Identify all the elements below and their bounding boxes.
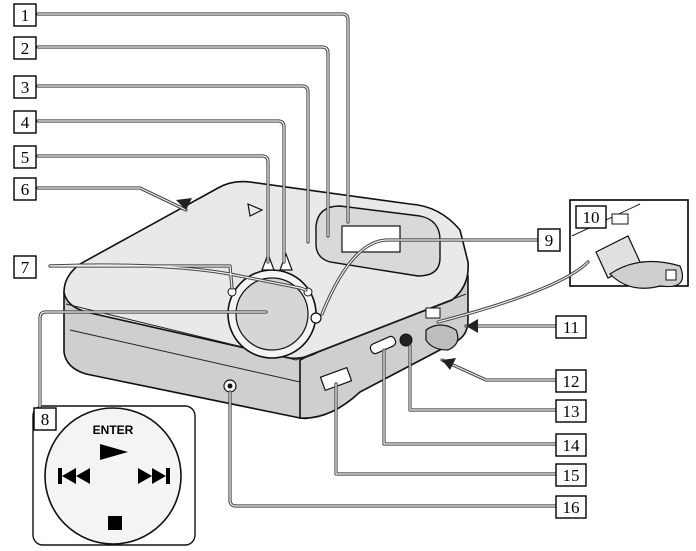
callout-number: 16 [563, 498, 580, 517]
callout-box [13, 145, 37, 169]
callout-number: 14 [563, 436, 581, 455]
callout-number: 4 [21, 113, 30, 132]
callout-number: 13 [563, 402, 580, 421]
arrow-heads [176, 198, 478, 370]
callout-box [13, 75, 37, 99]
callout-box [13, 177, 37, 201]
callout-box [555, 495, 587, 519]
callout-number: 12 [563, 372, 580, 391]
open-lever[interactable] [319, 366, 353, 392]
control-dial[interactable] [235, 277, 309, 351]
callout-number: 11 [563, 318, 579, 337]
callout-2: 2 [13, 36, 37, 60]
arrow-11-icon [466, 319, 478, 333]
inset-control-buttons: ENTER [32, 405, 196, 546]
previous-track-icon [58, 468, 90, 484]
callout-box [13, 3, 37, 27]
callout-4: 4 [13, 110, 37, 134]
callout-number: 6 [21, 180, 30, 199]
leader-lines-inner [37, 13, 589, 507]
callout-15: 15 [555, 463, 587, 487]
callout-1: 1 [13, 3, 37, 27]
inset-connector-detail [569, 199, 689, 289]
callout-14: 14 [555, 433, 587, 457]
next-track-icon [138, 468, 170, 484]
callout-7: 7 [13, 255, 37, 279]
callout-number: 2 [21, 39, 30, 58]
callout-3: 3 [13, 75, 37, 99]
play-icon [100, 444, 128, 460]
battery-case [425, 324, 459, 351]
callout-box [13, 110, 37, 134]
callout-box [33, 407, 57, 431]
callout-box [555, 315, 587, 339]
enter-label: ENTER [93, 423, 134, 437]
callout-11: 11 [555, 315, 587, 339]
callout-number: 3 [21, 78, 30, 97]
callout-6: 6 [13, 177, 37, 201]
callout-box [555, 399, 587, 423]
callout-box [555, 433, 587, 457]
callout-box [537, 228, 561, 252]
callout-box [13, 255, 37, 279]
callout-number: 10 [583, 208, 600, 227]
dc-in-jack [425, 307, 441, 319]
callout-16: 16 [555, 495, 587, 519]
callout-13: 13 [555, 399, 587, 423]
stop-icon [108, 516, 122, 530]
callout-box [575, 205, 607, 229]
callout-box [555, 463, 587, 487]
eject-mark-icon [247, 203, 264, 217]
headphone-jack [399, 333, 413, 347]
rec-button[interactable] [310, 312, 322, 324]
callout-number: 7 [21, 258, 30, 277]
device-body [63, 180, 469, 420]
callout-10: 10 [575, 205, 607, 229]
callout-number: 8 [41, 410, 50, 429]
arrow-6-icon [176, 198, 192, 210]
arrow-12-icon [442, 358, 456, 370]
callout-12: 12 [555, 369, 587, 393]
callout-number: 5 [21, 148, 30, 167]
callout-9: 9 [537, 228, 561, 252]
callout-number: 9 [545, 231, 554, 250]
callout-number: 15 [563, 466, 580, 485]
callout-box [13, 36, 37, 60]
callout-number: 1 [21, 6, 30, 25]
callout-8: 8 [33, 407, 57, 431]
callout-5: 5 [13, 145, 37, 169]
callout-box [555, 369, 587, 393]
